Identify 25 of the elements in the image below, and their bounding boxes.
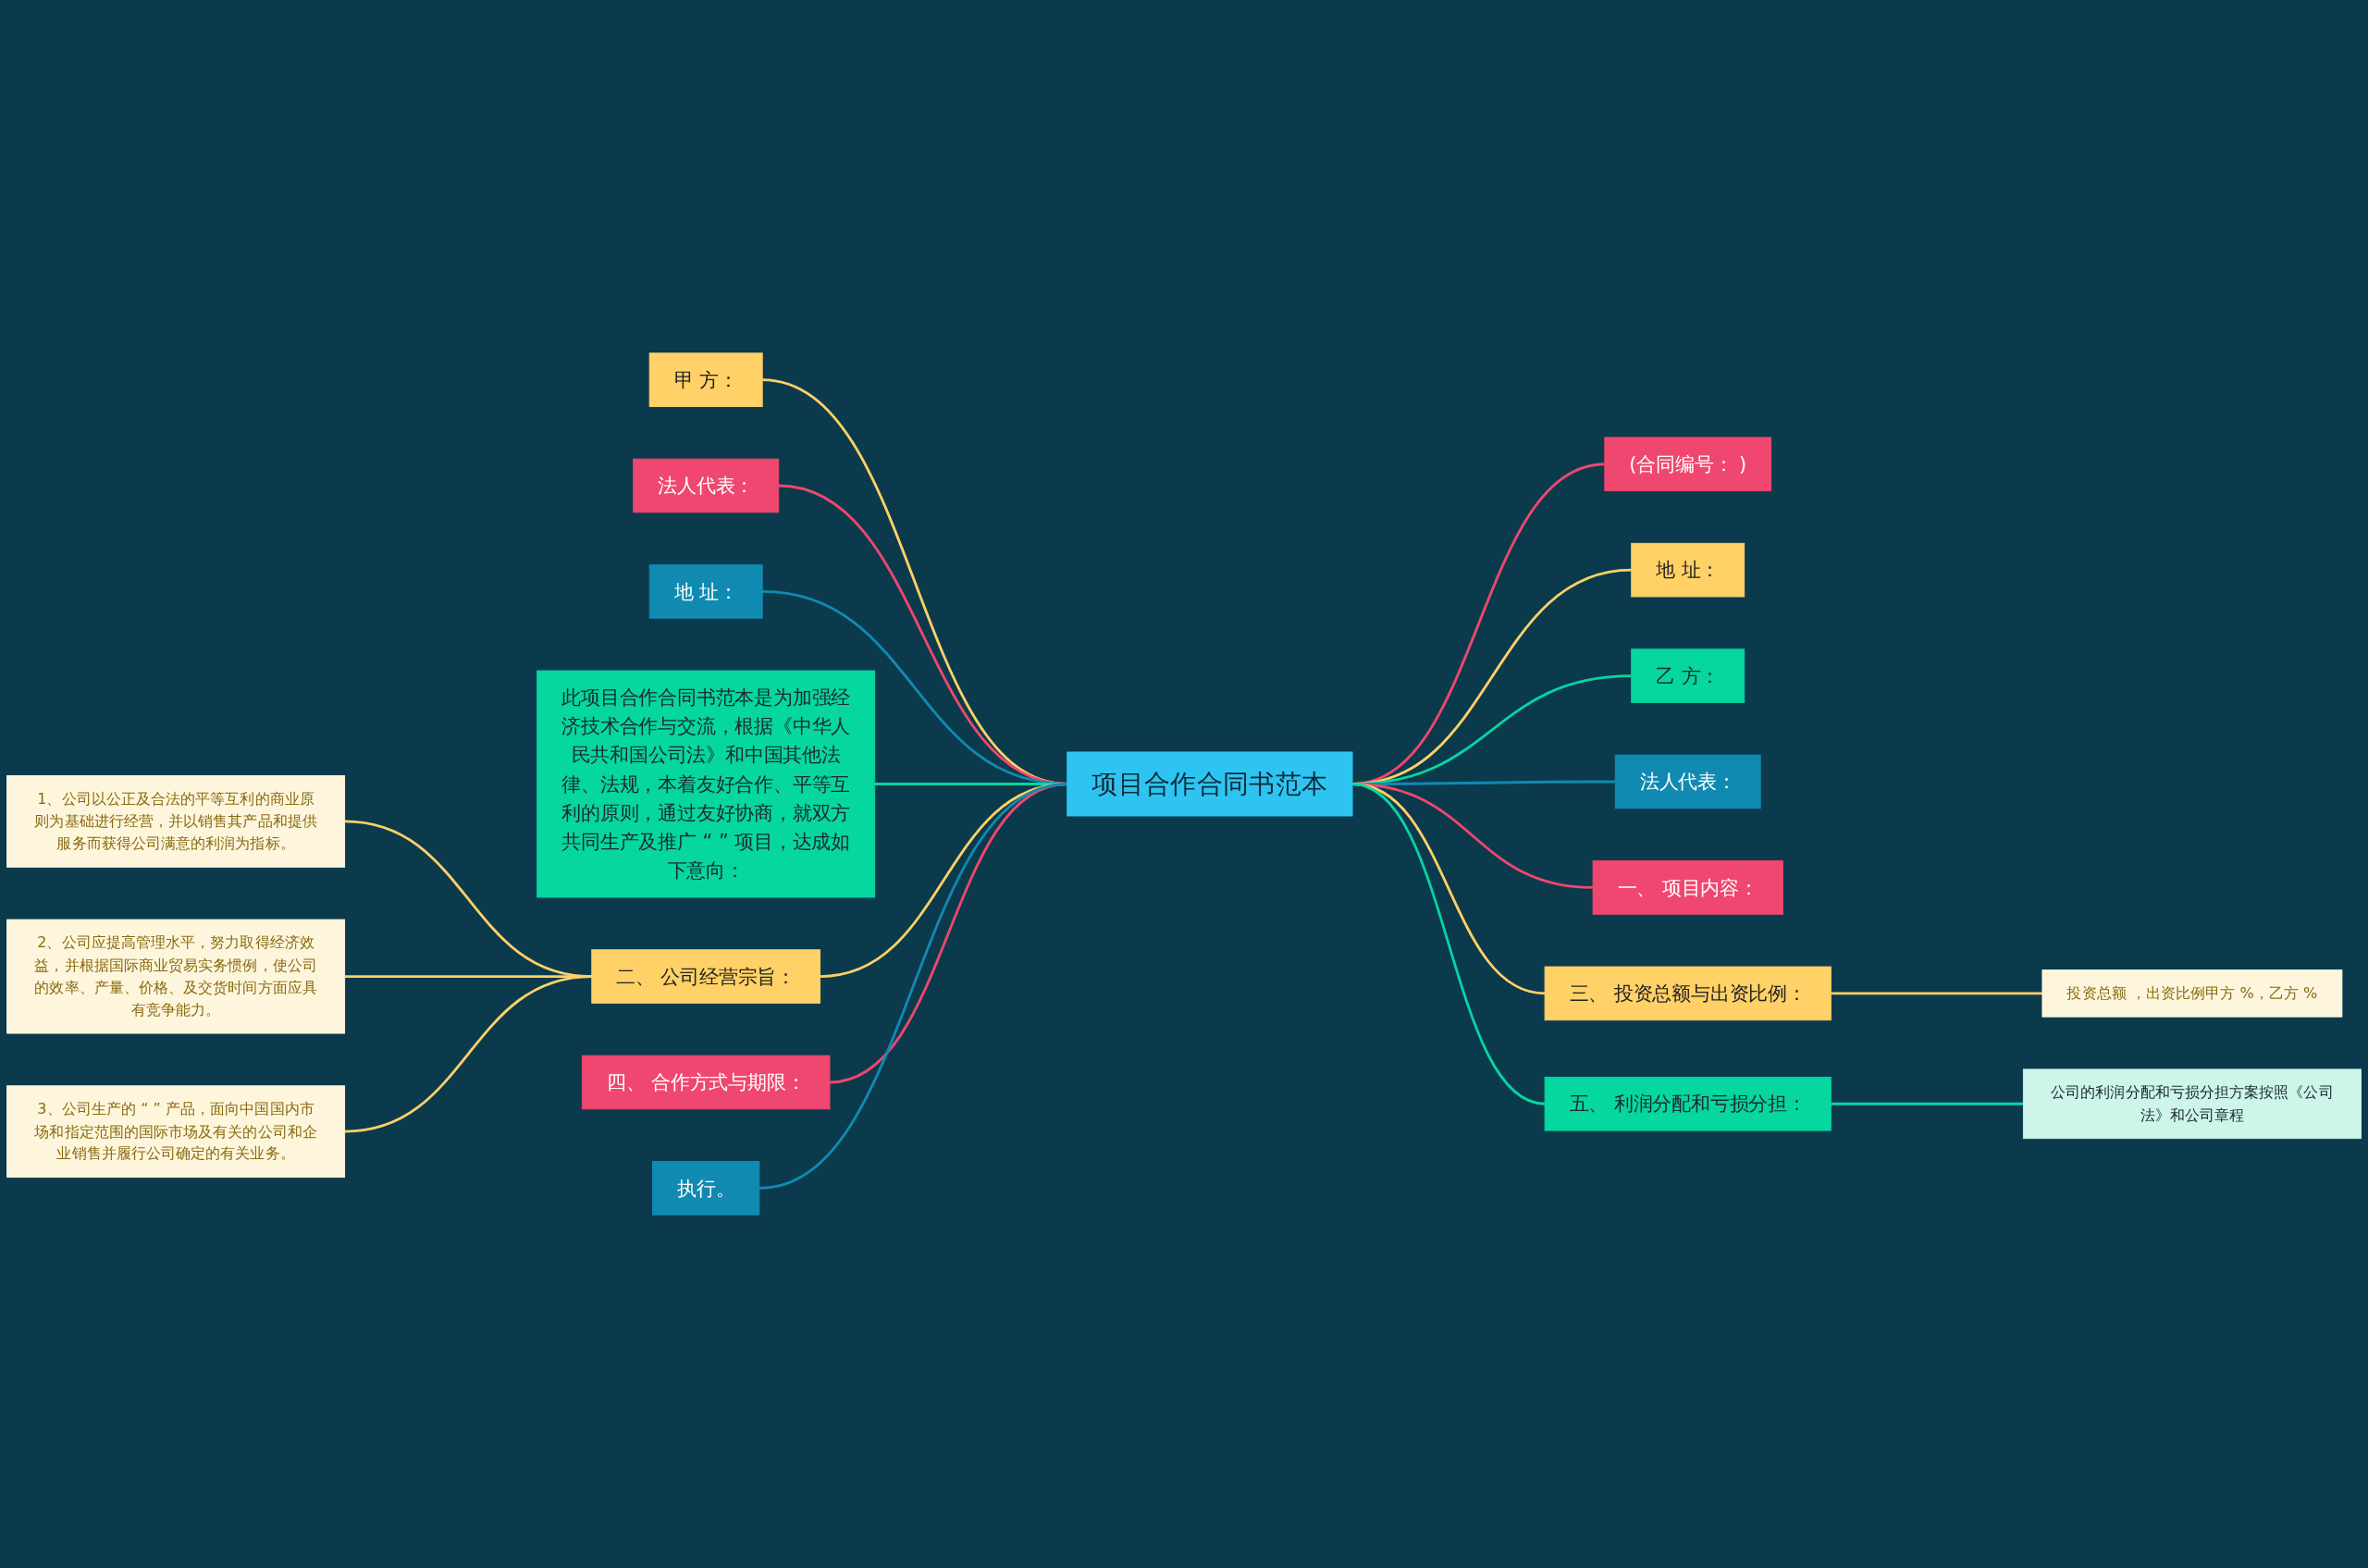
node-box: 一、 项目内容： (1592, 860, 1783, 915)
node-box: 地 址： (1631, 542, 1745, 598)
node-box: 1、公司以公正及合法的平等互利的商业原则为基础进行经营，并以销售其产品和提供服务而获得公司满意的利润为指标。 (6, 775, 346, 868)
node-box: 四、 合作方式与期限： (581, 1055, 831, 1110)
node-box: 法人代表： (1614, 754, 1761, 809)
node-box: 2、公司应提高管理水平，努力取得经济效益，并根据国际商业贸易实务惯例，使公司的效率、产量、价格、及交货时间方面应具有竞争能力。 (6, 919, 346, 1034)
node-box: 公司的利润分配和亏损分担方案按照《公司法》和公司章程 (2022, 1068, 2362, 1140)
connector (758, 783, 1068, 1190)
node-box: 地 址： (648, 564, 763, 619)
node-box: 此项目合作合同书范本是为加强经济技术合作与交流，根据《中华人民共和国公司法》和中国其他法律、法规，本着友好合作、平等互利的原则，通过友好协商，就双方共同生产及推广 “ ” 项目，达成如下意向： (536, 670, 876, 898)
node-box: 投资总额 ，出资比例甲方 %，乙方 % (2041, 969, 2343, 1018)
connector (1831, 992, 2042, 995)
node-box: 3、公司生产的 “ ” 产品，面向中国国内市场和指定范围的国际市场及有关的公司和企业销售并履行公司确定的有关业务。 (6, 1085, 346, 1179)
node-box: 乙 方： (1631, 648, 1745, 703)
node-box: (合同编号： ) (1604, 437, 1772, 492)
connector (344, 975, 592, 1133)
node-box: 五、 利润分配和亏损分担： (1544, 1076, 1832, 1131)
connector (1831, 1102, 2024, 1105)
node-box: 项目合作合同书范本 (1067, 751, 1353, 817)
node-box: 执行。 (652, 1161, 760, 1216)
node-box: 法人代表： (633, 458, 780, 513)
connector (1351, 783, 1546, 1105)
node-box: 三、 投资总额与出资比例： (1544, 966, 1832, 1021)
node-box: 甲 方： (648, 352, 763, 407)
node-box: 二、 公司经营宗旨： (591, 949, 821, 1004)
